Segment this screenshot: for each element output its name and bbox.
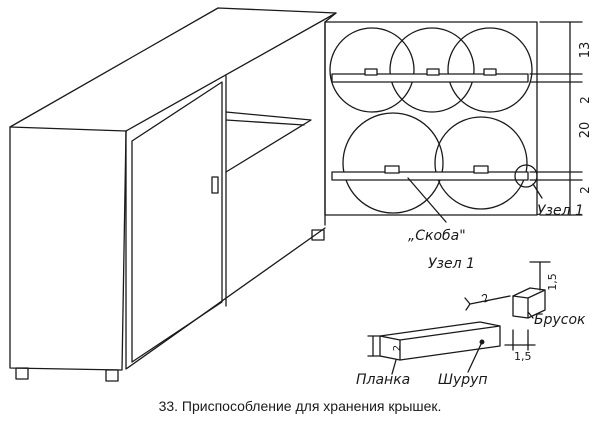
leg-back-right [311, 229, 325, 241]
lid-upper-1 [329, 27, 415, 113]
lid-lower-1 [342, 112, 444, 214]
dim-13: 13 [578, 42, 593, 59]
leg-front-right [105, 369, 119, 382]
label-brusok: Брусок [534, 312, 586, 328]
detail-node-1 [367, 261, 551, 375]
dim-2-lower: 2 [578, 186, 592, 194]
sideboard-cabinet [9, 7, 337, 382]
label-skoba: „Скоба" [408, 228, 466, 244]
door-handle [211, 176, 219, 194]
detail-dim-block: 1,5 [514, 350, 532, 363]
lid-holder-panel [324, 21, 543, 223]
label-uzel-title: Узел 1 [428, 256, 475, 272]
detail-dim-top: 1,5 [546, 273, 559, 291]
dim-20: 20 [578, 122, 593, 139]
dimension-chain [529, 21, 583, 216]
lower-rail [331, 171, 529, 181]
lid-upper-2 [389, 27, 475, 113]
detail-dim-gap: 2 [480, 291, 492, 306]
detail-dim-plank: 2 [392, 345, 403, 351]
figure-caption: 33. Приспособление для хранения крышек. [158, 398, 442, 414]
leg-front-left [15, 367, 29, 380]
lid-lower-2 [434, 116, 528, 210]
label-uzel-marker: Узел 1 [537, 203, 584, 219]
detail-marker-circle [514, 164, 538, 188]
lid-upper-3 [447, 27, 533, 113]
label-shurup: Шуруп [438, 372, 488, 388]
label-planka: Планка [356, 372, 410, 388]
dim-2-upper: 2 [578, 96, 592, 104]
